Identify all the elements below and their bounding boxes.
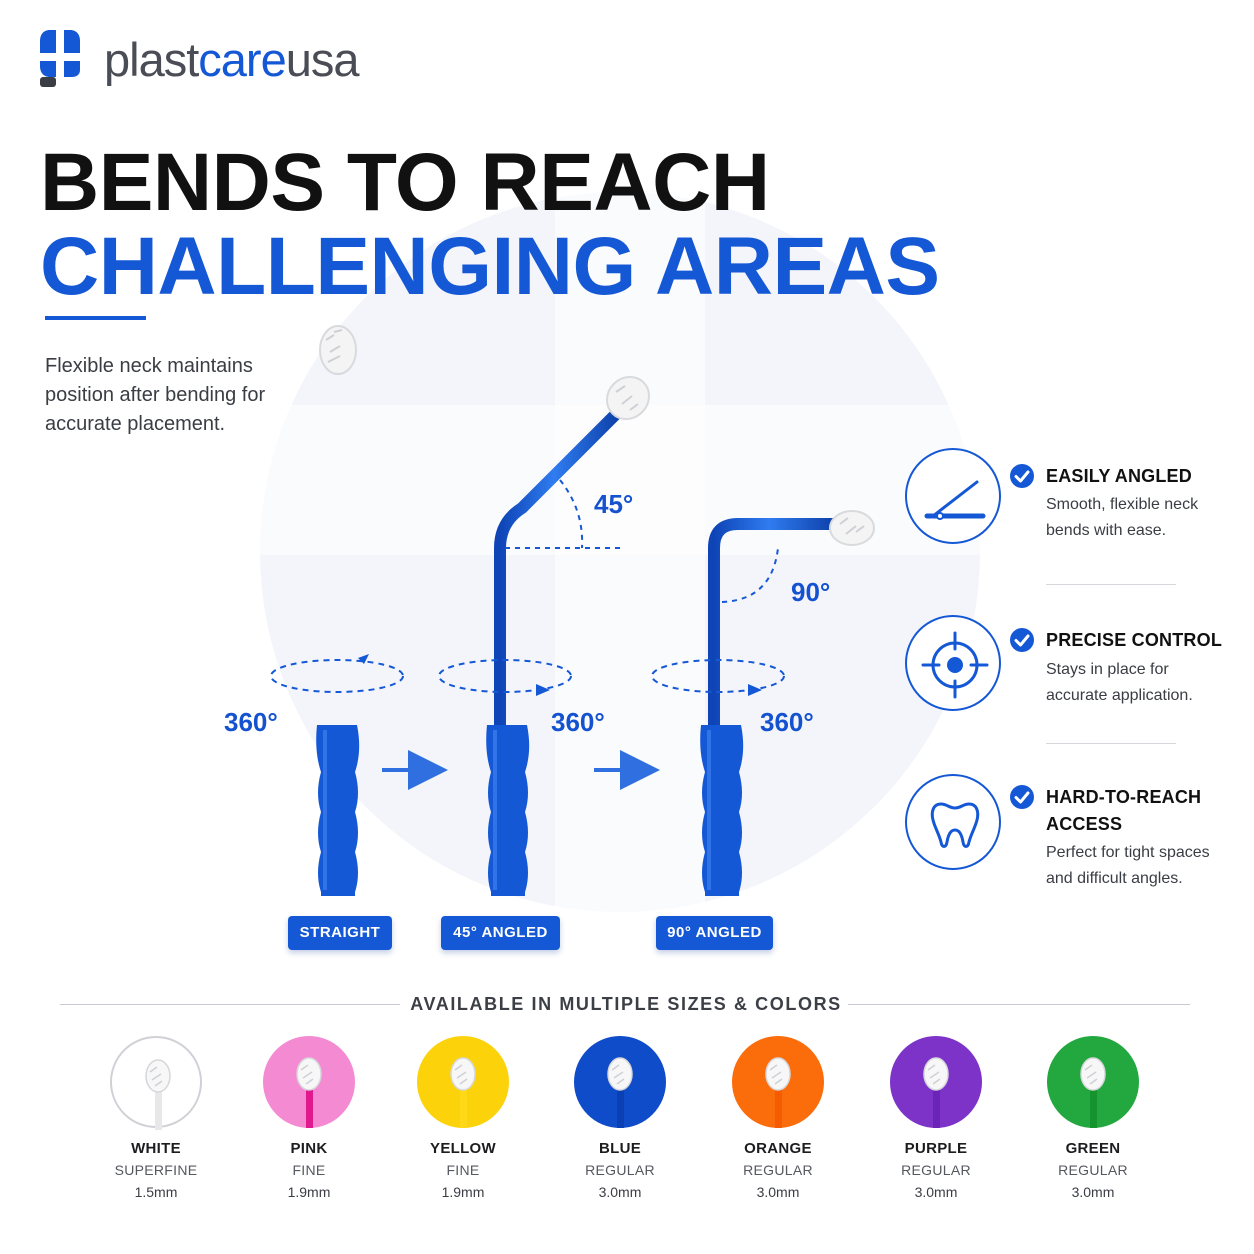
feature-divider bbox=[1046, 743, 1176, 744]
color-grade-orange: REGULAR bbox=[743, 1162, 813, 1178]
color-name-orange: ORANGE bbox=[744, 1140, 812, 1157]
color-grade-purple: REGULAR bbox=[901, 1162, 971, 1178]
color-name-green: GREEN bbox=[1065, 1140, 1121, 1157]
check-icon bbox=[1010, 785, 1034, 809]
color-name-pink: PINK bbox=[290, 1140, 328, 1157]
headline-underline bbox=[45, 316, 146, 320]
brand-wordmark: plastcareusa bbox=[104, 33, 359, 86]
color-swatch-orange bbox=[732, 1036, 824, 1128]
color-swatch-white bbox=[110, 1036, 202, 1130]
variant-label-90: 90° ANGLED bbox=[656, 916, 773, 950]
color-swatch-pink bbox=[263, 1036, 355, 1128]
rotation-label-45: 360° bbox=[551, 707, 605, 737]
color-size-green: 3.0mm bbox=[1071, 1184, 1115, 1200]
applicator-illustration bbox=[270, 310, 875, 896]
feature-divider bbox=[1046, 584, 1176, 585]
color-swatch-yellow bbox=[417, 1036, 509, 1128]
color-grade-yellow: FINE bbox=[446, 1162, 480, 1178]
color-name-yellow: YELLOW bbox=[430, 1140, 496, 1157]
color-grade-white: SUPERFINE bbox=[114, 1162, 198, 1178]
color-grade-blue: REGULAR bbox=[585, 1162, 655, 1178]
rotation-label-90: 360° bbox=[760, 707, 814, 737]
headline-line2: CHALLENGING AREAS bbox=[40, 221, 940, 312]
color-grade-pink: FINE bbox=[292, 1162, 326, 1178]
color-size-purple: 3.0mm bbox=[914, 1184, 958, 1200]
availability-divider-right bbox=[848, 1004, 1190, 1005]
tooth-icon bbox=[905, 774, 1001, 870]
intro-text: Flexible neck maintains position after b… bbox=[45, 355, 266, 435]
angle-icon bbox=[905, 448, 1001, 544]
angle-label-45: 45° bbox=[594, 489, 634, 519]
color-size-orange: 3.0mm bbox=[756, 1184, 800, 1200]
angled-90-applicator bbox=[651, 510, 875, 896]
feature-desc-angled-1: Smooth, flexible neck bbox=[1046, 496, 1199, 513]
color-name-purple: PURPLE bbox=[904, 1140, 968, 1157]
feature-title-access-2: ACCESS bbox=[1046, 814, 1123, 834]
angled-45-applicator bbox=[438, 375, 651, 896]
color-swatch-purple bbox=[890, 1036, 982, 1128]
availability-title: AVAILABLE IN MULTIPLE SIZES & COLORS bbox=[410, 994, 842, 1014]
feature-desc-access-2: and difficult angles. bbox=[1046, 870, 1183, 887]
feature-title-control: PRECISE CONTROL bbox=[1046, 630, 1223, 650]
feature-desc-access-1: Perfect for tight spaces bbox=[1046, 844, 1210, 861]
color-size-white: 1.5mm bbox=[134, 1184, 178, 1200]
straight-applicator bbox=[270, 310, 404, 896]
feature-title-angled: EASILY ANGLED bbox=[1046, 466, 1192, 486]
variant-label-45: 45° ANGLED bbox=[441, 916, 560, 950]
feature-title-access-1: HARD-TO-REACH bbox=[1046, 787, 1202, 807]
feature-desc-control-2: accurate application. bbox=[1046, 687, 1193, 704]
angle-label-90: 90° bbox=[791, 577, 831, 607]
feature-desc-angled-2: bends with ease. bbox=[1046, 522, 1167, 539]
variant-label-straight: STRAIGHT bbox=[288, 916, 392, 950]
rotation-label-straight: 360° bbox=[224, 707, 278, 737]
color-swatch-green bbox=[1047, 1036, 1139, 1128]
availability-divider-left bbox=[60, 1004, 400, 1005]
color-size-blue: 3.0mm bbox=[598, 1184, 642, 1200]
color-name-blue: BLUE bbox=[598, 1140, 642, 1157]
color-swatch-blue bbox=[574, 1036, 666, 1128]
brand-logo-icon bbox=[40, 30, 80, 87]
check-icon bbox=[1010, 628, 1034, 652]
check-icon bbox=[1010, 464, 1034, 488]
headline-line1: BENDS TO REACH bbox=[40, 137, 770, 228]
color-grade-green: REGULAR bbox=[1058, 1162, 1128, 1178]
color-size-yellow: 1.9mm bbox=[441, 1184, 485, 1200]
color-name-white: WHITE bbox=[131, 1140, 181, 1157]
feature-desc-control-1: Stays in place for bbox=[1046, 661, 1169, 678]
color-size-pink: 1.9mm bbox=[287, 1184, 331, 1200]
target-icon bbox=[905, 615, 1001, 711]
